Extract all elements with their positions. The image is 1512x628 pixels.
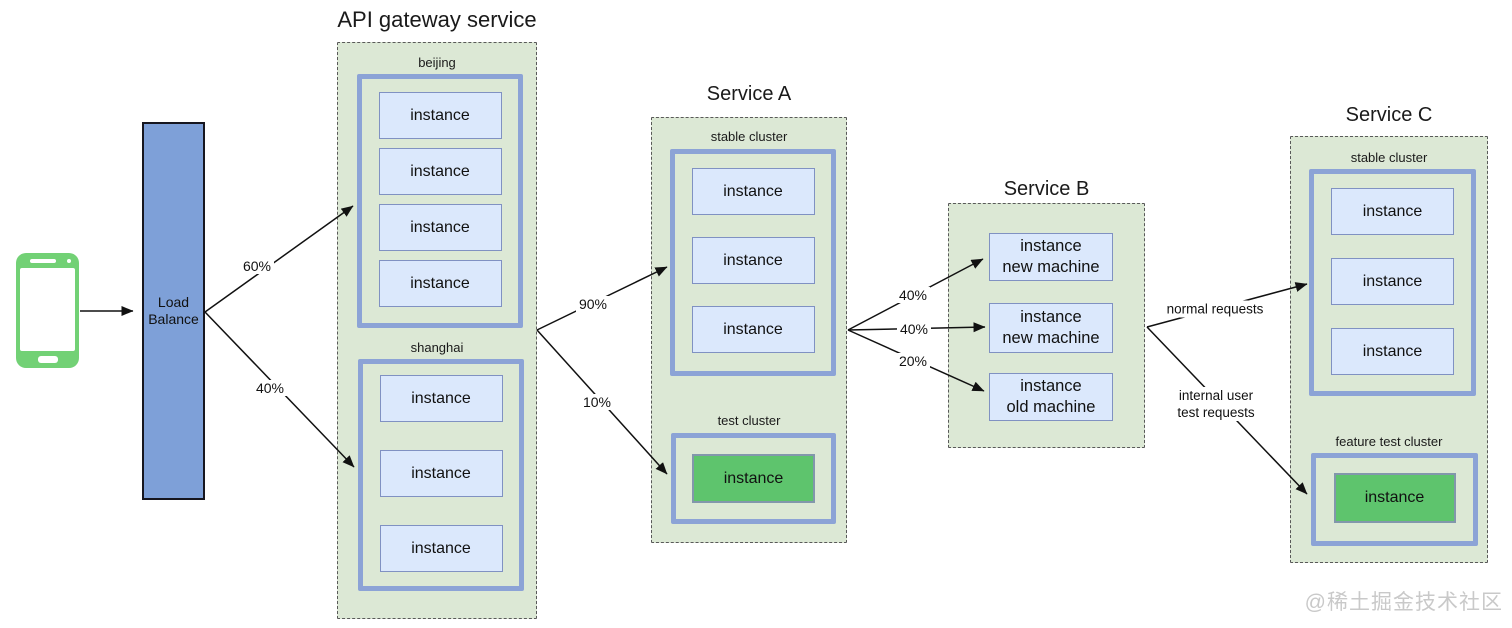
service-b-title: Service B — [1003, 178, 1090, 200]
internal-label-line2: test requests — [1177, 405, 1255, 420]
service-c-feature-test-cluster-label: feature test cluster — [1335, 434, 1443, 449]
edge-label-40pct-mid: 40% — [896, 321, 932, 337]
instance-node: instance — [379, 450, 503, 497]
service-a-stable-cluster: instance instance instance — [670, 149, 836, 376]
service-b-container: instance new machine instance new machin… — [948, 203, 1145, 448]
arrow-lb-to-beijing — [204, 205, 354, 313]
phone-speaker — [30, 259, 56, 263]
shanghai-cluster-label: shanghai — [410, 340, 464, 355]
api-gateway-title: API gateway service — [337, 7, 537, 32]
service-c-stable-cluster-label: stable cluster — [1350, 150, 1428, 165]
instance-node: instance — [1331, 328, 1454, 375]
service-a-test-cluster: instance — [671, 433, 836, 524]
edge-label-40pct-top: 40% — [895, 287, 931, 303]
test-instance-node: instance — [692, 454, 815, 503]
shanghai-cluster: instance instance instance — [358, 359, 524, 591]
instance-node: instance — [691, 168, 815, 215]
service-a-stable-cluster-label: stable cluster — [710, 129, 788, 144]
instance-old-machine-node: instance old machine — [989, 373, 1113, 421]
service-c-stable-cluster: instance instance instance — [1309, 169, 1476, 396]
phone-camera-dot — [67, 259, 71, 263]
phone-home-button — [37, 356, 58, 363]
beijing-cluster: instance instance instance instance — [357, 74, 523, 328]
instance-node: instance — [378, 148, 502, 195]
instance-line: instance — [1020, 308, 1082, 326]
edge-label-90pct: 90% — [575, 296, 611, 312]
machine-line: old machine — [1006, 398, 1096, 416]
instance-new-machine-node: instance new machine — [989, 303, 1113, 353]
service-a-container: stable cluster instance instance instanc… — [651, 117, 847, 543]
edge-label-normal-requests: normal requests — [1163, 300, 1267, 318]
edge-label-internal-test-requests: internal user test requests — [1174, 387, 1258, 421]
machine-line: new machine — [1002, 258, 1100, 276]
instance-node: instance — [1331, 188, 1454, 235]
service-c-feature-test-cluster: instance — [1311, 453, 1478, 546]
edge-label-40pct: 40% — [252, 380, 288, 396]
watermark-text: @稀土掘金技术社区 — [1304, 591, 1503, 614]
instance-node: instance — [691, 306, 815, 353]
instance-new-machine-node: instance new machine — [989, 233, 1113, 281]
load-balancer-node: Load Balance — [142, 122, 205, 500]
api-gateway-container: beijing instance instance instance insta… — [337, 42, 537, 619]
smartphone-icon — [16, 253, 79, 368]
instance-node: instance — [378, 204, 502, 251]
instance-node: instance — [379, 375, 503, 422]
feature-test-instance-node: instance — [1333, 473, 1456, 523]
service-a-title: Service A — [706, 83, 792, 105]
beijing-cluster-label: beijing — [418, 55, 456, 70]
service-a-test-cluster-label: test cluster — [717, 413, 781, 428]
instance-line: instance — [1020, 237, 1082, 255]
instance-line: instance — [1020, 377, 1082, 395]
edge-label-60pct: 60% — [239, 258, 275, 274]
instance-node: instance — [691, 237, 815, 284]
instance-node: instance — [379, 525, 503, 572]
instance-node: instance — [1331, 258, 1454, 305]
instance-node: instance — [378, 92, 502, 139]
edge-label-10pct: 10% — [579, 394, 615, 410]
phone-screen — [20, 268, 75, 351]
internal-label-line1: internal user — [1178, 388, 1254, 403]
service-c-title: Service C — [1345, 104, 1433, 126]
instance-node: instance — [378, 260, 502, 307]
edge-label-20pct: 20% — [895, 353, 931, 369]
load-balancer-label: Load Balance — [148, 294, 199, 327]
machine-line: new machine — [1002, 329, 1100, 347]
service-c-container: stable cluster instance instance instanc… — [1290, 136, 1488, 563]
